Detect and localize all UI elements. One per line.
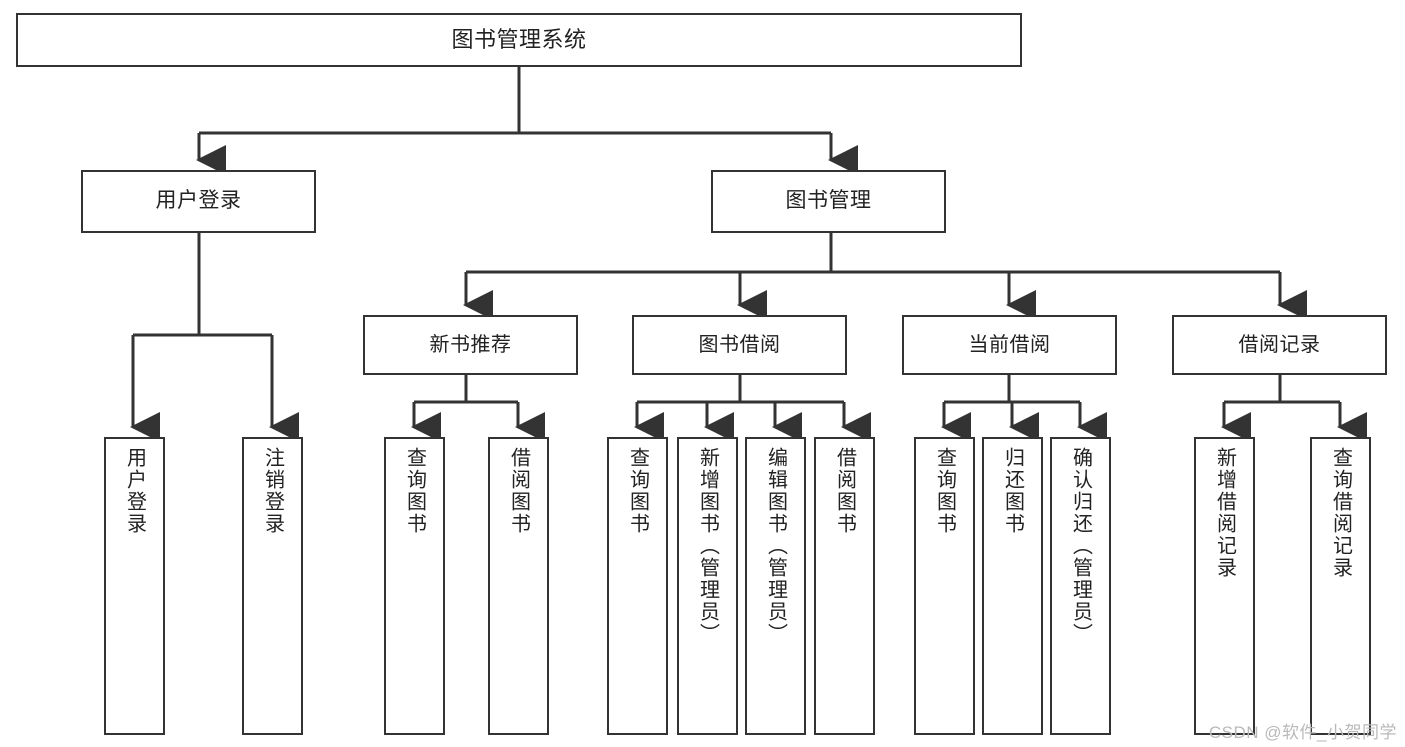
- leaf-records-add-record[interactable]: 新增借阅记录: [1194, 437, 1255, 735]
- leaf-borrow-query-book[interactable]: 查询图书: [607, 437, 668, 735]
- node-label: 借阅图书: [833, 447, 856, 535]
- node-label: 图书管理: [785, 189, 872, 213]
- node-label: 查询图书: [626, 447, 649, 535]
- node-root-system[interactable]: 图书管理系统: [16, 13, 1022, 67]
- node-label: 图书管理系统: [451, 27, 587, 53]
- node-label: 归还图书: [1001, 447, 1024, 535]
- leaf-user-login-logout[interactable]: 注销登录: [242, 437, 303, 735]
- leaf-borrow-edit-book-admin[interactable]: 编辑图书（管理员）: [745, 437, 806, 735]
- node-user-login[interactable]: 用户登录: [81, 170, 316, 233]
- node-label: 用户登录: [123, 447, 146, 535]
- node-label: 新书推荐: [429, 333, 512, 356]
- node-label: 查询图书: [403, 447, 426, 535]
- node-borrow-records[interactable]: 借阅记录: [1172, 315, 1387, 375]
- node-label: 查询借阅记录: [1329, 447, 1352, 579]
- node-current-borrow[interactable]: 当前借阅: [902, 315, 1117, 375]
- leaf-borrow-add-book-admin[interactable]: 新增图书（管理员）: [677, 437, 738, 735]
- node-new-book-recommend[interactable]: 新书推荐: [363, 315, 578, 375]
- node-label: 借阅图书: [507, 447, 530, 535]
- node-label: 图书借阅: [698, 333, 781, 356]
- node-label: 新增图书（管理员）: [696, 447, 719, 645]
- leaf-borrow-borrow-book[interactable]: 借阅图书: [814, 437, 875, 735]
- node-label: 注销登录: [261, 447, 284, 535]
- node-label: 借阅记录: [1238, 333, 1321, 356]
- node-label: 查询图书: [933, 447, 956, 535]
- leaf-user-login-login[interactable]: 用户登录: [104, 437, 165, 735]
- node-book-borrow[interactable]: 图书借阅: [632, 315, 847, 375]
- node-label: 确认归还（管理员）: [1069, 447, 1092, 645]
- node-label: 编辑图书（管理员）: [764, 447, 787, 645]
- leaf-recommend-query-book[interactable]: 查询图书: [384, 437, 445, 735]
- node-label: 当前借阅: [968, 333, 1051, 356]
- node-label: 新增借阅记录: [1213, 447, 1236, 579]
- leaf-records-query-record[interactable]: 查询借阅记录: [1310, 437, 1371, 735]
- leaf-current-confirm-return-admin[interactable]: 确认归还（管理员）: [1050, 437, 1111, 735]
- leaf-current-query-book[interactable]: 查询图书: [914, 437, 975, 735]
- leaf-recommend-borrow-book[interactable]: 借阅图书: [488, 437, 549, 735]
- node-label: 用户登录: [155, 189, 242, 213]
- leaf-current-return-book[interactable]: 归还图书: [982, 437, 1043, 735]
- node-book-management[interactable]: 图书管理: [711, 170, 946, 233]
